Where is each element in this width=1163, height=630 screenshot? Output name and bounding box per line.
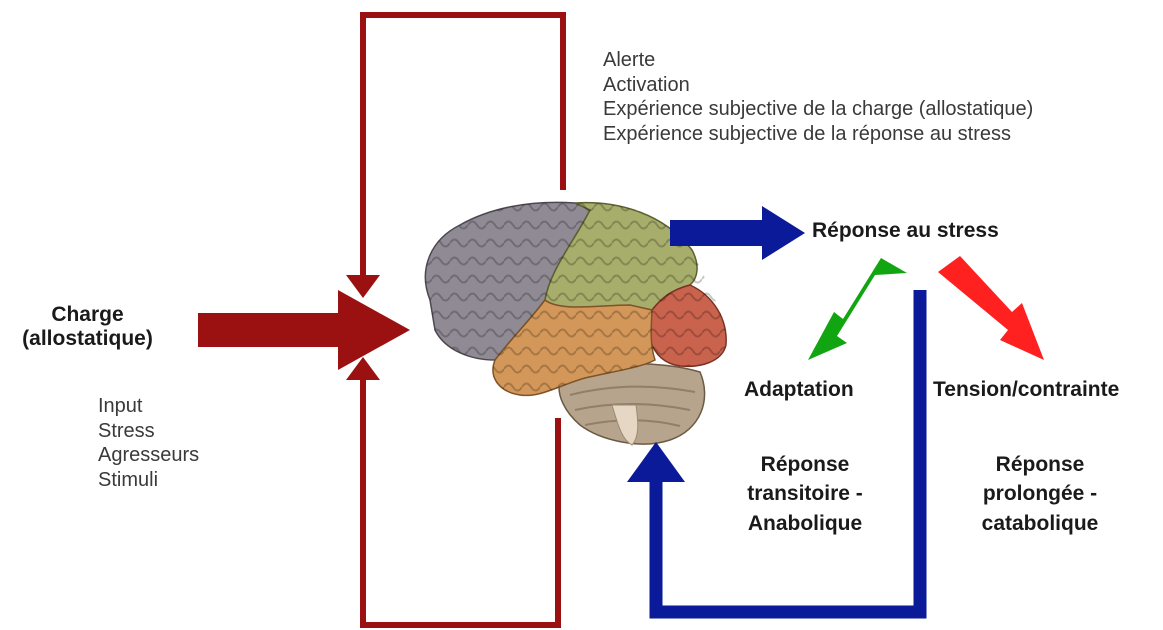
charge-label: Charge (allostatique) [0, 303, 175, 351]
input-item: Input [98, 395, 143, 417]
activation-item: Activation [603, 73, 690, 96]
prolonged-response-line: prolongée - [982, 482, 1098, 506]
adaptation-arrow [808, 258, 907, 360]
brain-icon [424, 201, 727, 446]
blue-feedback-loop [649, 290, 927, 619]
transient-response-line: Réponse [760, 453, 850, 476]
input-item: Stimuli [98, 468, 159, 491]
activation-item: Expérience subjective de la charge (allo… [603, 98, 1034, 121]
prolonged-response-line: catabolique [981, 511, 1099, 535]
input-item: Agresseurs [98, 444, 200, 467]
top-loop-arrowhead [346, 275, 380, 298]
activation-list: Alerte Activation Expérience subjective … [603, 48, 1033, 146]
activation-item: Alerte [603, 49, 656, 71]
transient-response-line: Anabolique [747, 511, 863, 535]
tension-label: Tension/contrainte [933, 378, 1120, 401]
stress-response-label: Réponse au stress [812, 219, 999, 242]
bottom-feedback-loop [360, 380, 561, 628]
brain-stem [611, 404, 639, 446]
blue-loop-arrowhead [627, 442, 685, 482]
transient-response-label: Réponse transitoire - Anabolique [700, 450, 910, 538]
tension-arrow [938, 256, 1044, 360]
bottom-loop-arrowhead [346, 357, 380, 380]
top-feedback-loop [360, 12, 566, 275]
prolonged-response-label: Réponse prolongée - catabolique [940, 450, 1140, 538]
input-item: Stress [98, 419, 155, 442]
prolonged-response-line: Réponse [995, 453, 1085, 476]
charge-input-arrow [198, 290, 410, 370]
adaptation-label: Adaptation [744, 378, 854, 401]
activation-item: Expérience subjective de la réponse au s… [603, 122, 1012, 145]
charge-label-line1: Charge [51, 303, 124, 326]
transient-response-line: transitoire - [747, 482, 863, 506]
charge-label-line2: (allostatique) [22, 327, 153, 351]
input-list: Input Stress Agresseurs Stimuli [98, 394, 199, 492]
stress-response-arrow [670, 206, 805, 260]
